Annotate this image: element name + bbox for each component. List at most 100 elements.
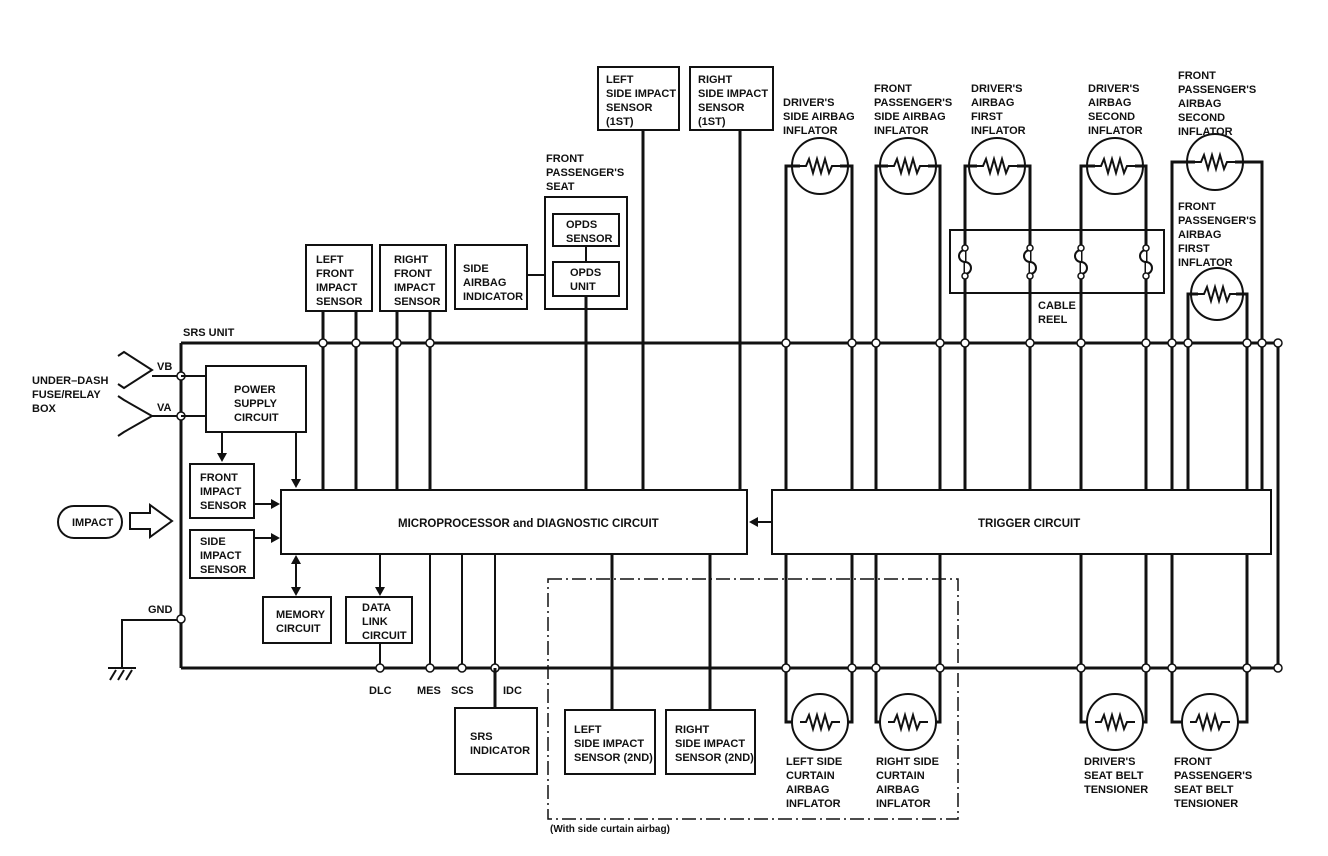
diagram-label: SIDE IMPACT	[698, 88, 768, 100]
diagram-label: SENSOR	[566, 233, 613, 245]
diagram-label: TRIGGER CIRCUIT	[978, 518, 1080, 530]
front-impact-sensor-box	[189, 463, 255, 519]
diagram-label: DATA	[362, 602, 391, 614]
diagram-label: INDICATOR	[470, 745, 530, 757]
diagram-label: FIRST	[1178, 243, 1210, 255]
diagram-label: SIDE	[463, 263, 489, 275]
diagram-label: CIRCUIT	[276, 623, 321, 635]
diagram-label: SENSOR (2ND)	[574, 752, 653, 764]
impact-arrow-icon	[129, 503, 174, 539]
diagram-label: SEAT BELT	[1084, 770, 1144, 782]
dlc-label: DLC	[369, 685, 392, 697]
front-passenger-side-airbag-inflator-icon	[871, 137, 945, 490]
diagram-label: RIGHT	[698, 74, 733, 86]
front-sensor-wires	[318, 311, 435, 490]
right-side-impact-2nd-box	[665, 709, 756, 775]
diagram-label: LEFT	[316, 254, 344, 266]
diagram-label: CURTAIN	[786, 770, 835, 782]
diagram-label: SUPPLY	[234, 398, 278, 410]
right-curtain-airbag-inflator-icon	[871, 554, 945, 751]
diagram-label: INFLATOR	[786, 798, 841, 810]
diagram-label: INFLATOR	[1088, 125, 1143, 137]
diagram-label: REEL	[1038, 314, 1068, 326]
curtain-note: (With side curtain airbag)	[550, 824, 670, 835]
srs-unit-label: SRS UNIT	[183, 327, 235, 339]
diagram-label: PASSENGER'S	[546, 167, 624, 179]
diagram-label: UNDER–DASH	[32, 375, 108, 387]
under-dash-fuse-box: UNDER–DASH FUSE/RELAY BOX	[32, 375, 108, 415]
diagram-label: SECOND	[1178, 112, 1225, 124]
diagram-label: FRONT	[874, 83, 912, 95]
left-side-impact-1st-box	[597, 66, 680, 131]
diagram-label: TENSIONER	[1174, 798, 1238, 810]
diagram-label: IMPACT	[316, 282, 358, 294]
diagram-label: INDICATOR	[463, 291, 523, 303]
diagram-label: POWER	[234, 384, 276, 396]
diagram-label: FRONT	[546, 153, 584, 165]
diagram-label: IMPACT	[72, 517, 114, 529]
diagram-label: CURTAIN	[876, 770, 925, 782]
diagram-label: INFLATOR	[874, 125, 929, 137]
data-link-circuit-box	[345, 596, 413, 644]
diagram-label: DRIVER'S	[1088, 83, 1140, 95]
diagram-label: PASSENGER'S	[874, 97, 952, 109]
diagram-label: IMPACT	[200, 550, 242, 562]
gnd-label: GND	[148, 604, 173, 616]
diagram-label: FRONT	[200, 472, 238, 484]
side-impact-sensor-box	[189, 529, 255, 579]
internal-wiring	[217, 432, 500, 708]
left-curtain-airbag-inflator-icon	[781, 554, 857, 751]
front-passenger-seat-belt-tensioner-icon	[1167, 554, 1252, 751]
diagram-label: LINK	[362, 616, 388, 628]
diagram-label: FIRST	[971, 111, 1003, 123]
diagram-label: SECOND	[1088, 111, 1135, 123]
diagram-label: AIRBAG	[463, 277, 506, 289]
diagram-label: FUSE/RELAY	[32, 389, 101, 401]
diagram-label: IMPACT	[394, 282, 436, 294]
diagram-label: PASSENGER'S	[1178, 215, 1256, 227]
diagram-label: PASSENGER'S	[1178, 84, 1256, 96]
diagram-label: SENSOR	[200, 500, 247, 512]
diagram-label: IMPACT	[200, 486, 242, 498]
diagram-label: SIDE IMPACT	[574, 738, 644, 750]
diagram-label: DRIVER'S	[783, 97, 835, 109]
diagram-label: SEAT BELT	[1174, 784, 1234, 796]
diagram-label: BOX	[32, 403, 57, 415]
diagram-label: INFLATOR	[1178, 257, 1233, 269]
diagram-label: SIDE	[200, 536, 226, 548]
driver-airbag-first-inflator-icon	[960, 137, 1035, 490]
diagram-label: (1ST)	[698, 116, 726, 128]
diagram-label: SEAT	[546, 181, 575, 193]
left-front-impact-sensor-box	[305, 244, 373, 312]
diagram-label: RIGHT	[675, 724, 710, 736]
cable-reel-box	[949, 229, 1165, 294]
diagram-label: AIRBAG	[1178, 98, 1221, 110]
right-front-impact-sensor-box	[379, 244, 447, 312]
diagram-label: CIRCUIT	[362, 630, 407, 642]
diagram-label: SENSOR	[606, 102, 653, 114]
diagram-label: SENSOR	[394, 296, 441, 308]
diagram-label: SENSOR	[698, 102, 745, 114]
diagram-label: SENSOR	[200, 564, 247, 576]
diagram-label: DRIVER'S	[1084, 756, 1136, 768]
diagram-label: SENSOR (2ND)	[675, 752, 754, 764]
impact-badge: IMPACT	[57, 505, 123, 539]
trigger-to-micro-arrow-icon	[749, 517, 772, 527]
scs-label: SCS	[451, 685, 474, 697]
side-curtain-option-region	[547, 578, 959, 820]
diagram-label: TENSIONER	[1084, 784, 1148, 796]
diagram-label: AIRBAG	[971, 97, 1014, 109]
trigger-circuit-box	[771, 489, 1272, 555]
diagram-label: AIRBAG	[1178, 229, 1221, 241]
diagram-label: SIDE IMPACT	[606, 88, 676, 100]
driver-side-airbag-inflator-icon	[781, 137, 857, 490]
diagram-label: CIRCUIT	[234, 412, 279, 424]
diagram-label: CABLE	[1038, 300, 1076, 312]
opds-sensor-box	[552, 213, 620, 247]
diagram-label: MEMORY	[276, 609, 326, 621]
mes-label: MES	[417, 685, 441, 697]
front-passenger-airbag-first-inflator-icon	[1183, 267, 1252, 490]
diagram-label: UNIT	[570, 281, 596, 293]
front-passenger-airbag-second-inflator-icon	[1167, 133, 1267, 490]
diagram-label: INFLATOR	[971, 125, 1026, 137]
